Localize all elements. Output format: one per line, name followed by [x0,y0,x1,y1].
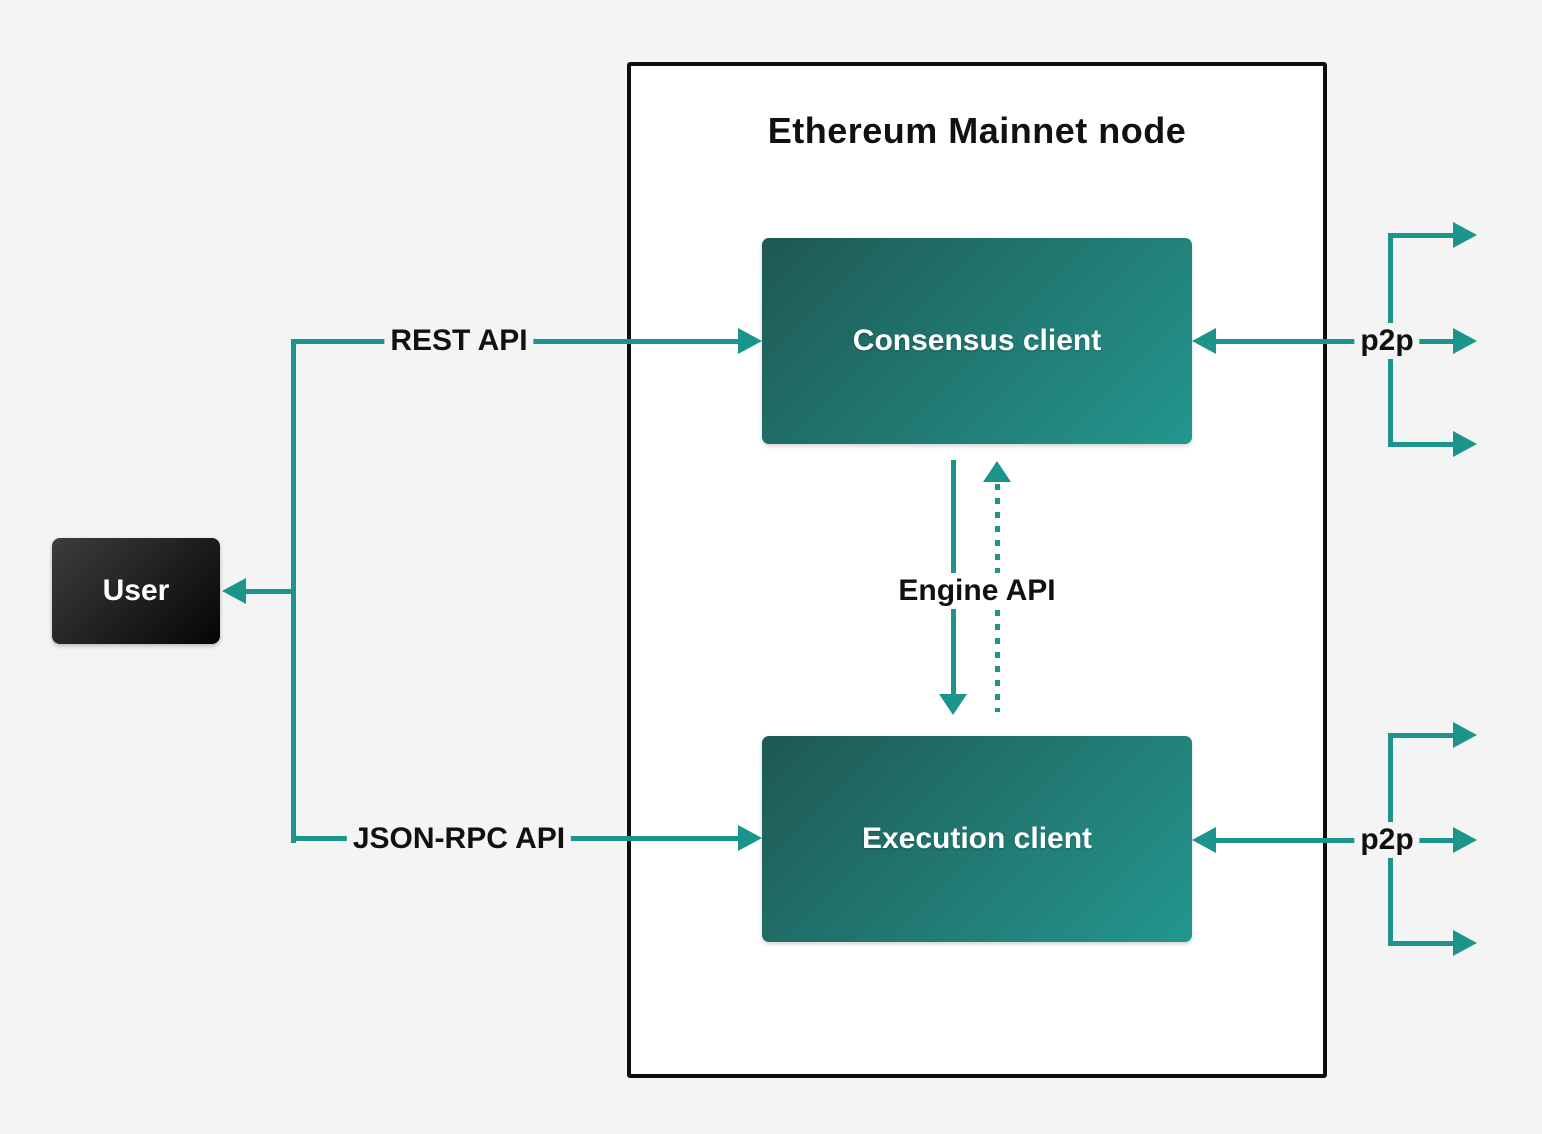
engine-api-arrowhead-down-icon [939,694,967,715]
p2p-execution-left-line [1216,838,1390,843]
p2p-execution-bottom-branch-line [1390,941,1453,946]
engine-api-arrowhead-up-icon [983,461,1011,482]
p2p-execution-mid-branch-line [1390,838,1453,843]
consensus-client-node: Consensus client [762,238,1192,444]
json-rpc-api-label: JSON-RPC API [346,821,572,857]
user-connector-line [246,589,291,594]
json-rpc-api-arrowhead-right-icon [738,825,762,851]
p2p-consensus-label: p2p [1354,323,1420,359]
p2p-consensus-mid-branch-line [1390,339,1453,344]
p2p-consensus-bottom-branch-line [1390,442,1453,447]
p2p-execution-top-branch-line [1390,733,1453,738]
p2p-execution-bottom-arrowhead-right-icon [1453,930,1477,956]
rest-api-label: REST API [384,323,534,359]
p2p-execution-top-arrowhead-right-icon [1453,722,1477,748]
user-trunk-line [291,339,296,843]
user-node: User [52,538,220,644]
p2p-consensus-top-arrowhead-right-icon [1453,222,1477,248]
p2p-consensus-arrowhead-left-icon [1192,328,1216,354]
node-box-title: Ethereum Mainnet node [767,110,1187,151]
user-label: User [102,574,170,607]
execution-client-label: Execution client [861,822,1093,855]
p2p-execution-label: p2p [1354,822,1420,858]
user-arrowhead-left-icon [222,578,246,604]
p2p-consensus-mid-arrowhead-right-icon [1453,328,1477,354]
p2p-execution-mid-arrowhead-right-icon [1453,827,1477,853]
p2p-consensus-left-line [1216,339,1390,344]
consensus-client-label: Consensus client [852,324,1102,357]
execution-client-node: Execution client [762,736,1192,942]
rest-api-arrowhead-right-icon [738,328,762,354]
p2p-consensus-top-branch-line [1390,233,1453,238]
p2p-consensus-bottom-arrowhead-right-icon [1453,431,1477,457]
p2p-execution-arrowhead-left-icon [1192,827,1216,853]
engine-api-label: Engine API [892,573,1062,609]
